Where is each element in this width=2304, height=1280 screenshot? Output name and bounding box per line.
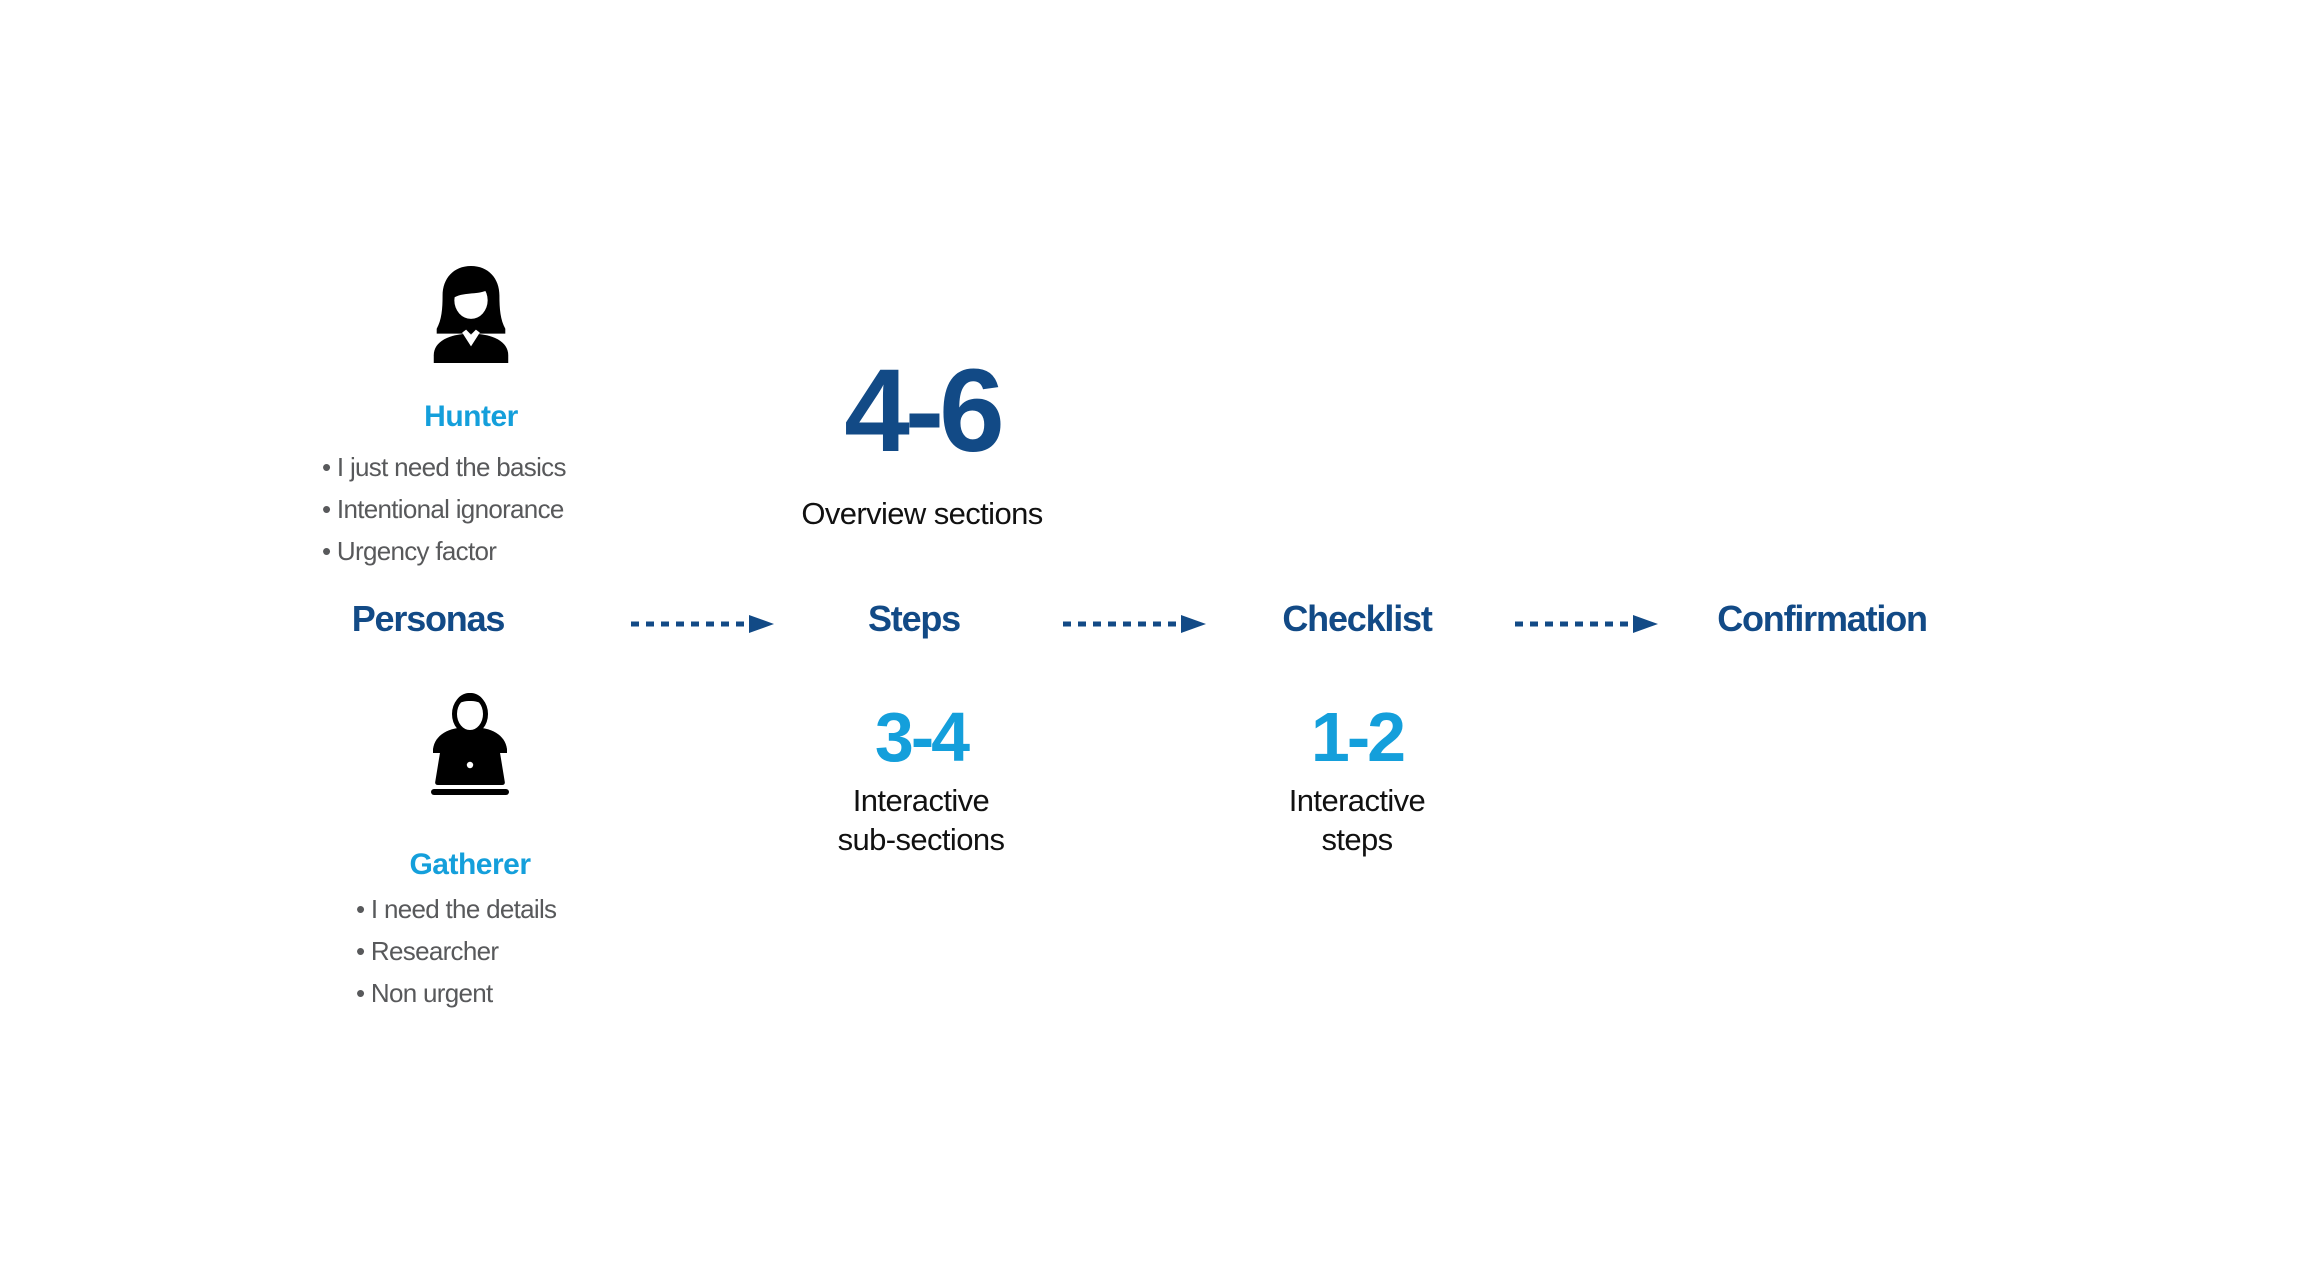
metric-value: 4-6 [844, 345, 1005, 477]
metric-overview-sections: 4-6 Overview sections [762, 352, 1082, 533]
metric-label: Overview sections [801, 496, 1043, 531]
metric-interactive-subsections: 3-4 Interactive sub-sections [771, 702, 1071, 859]
dashed-arrow-icon [628, 610, 778, 638]
bullet-item: • I need the details [356, 894, 557, 924]
persona-bullets-gatherer: • I need the details • Researcher • Non … [356, 888, 557, 1014]
metric-interactive-steps: 1-2 Interactive steps [1207, 702, 1507, 859]
metric-value: 3-4 [874, 698, 970, 776]
persona-name-hunter: Hunter [424, 400, 518, 433]
flow-stage-confirmation: Confirmation [1717, 598, 1928, 639]
persona-bullets-hunter: • I just need the basics • Intentional i… [322, 446, 566, 572]
flow-stage-checklist: Checklist [1282, 598, 1432, 639]
bullet-item: • Intentional ignorance [322, 494, 564, 524]
woman-user-icon [426, 265, 516, 363]
bullet-item: • Non urgent [356, 978, 493, 1008]
metric-value: 1-2 [1310, 698, 1406, 776]
metric-label: Interactive steps [1288, 783, 1426, 857]
metric-label: Interactive sub-sections [837, 783, 1005, 857]
bullet-item: • Urgency factor [322, 536, 497, 566]
flow-stage-personas: Personas [351, 598, 506, 639]
dashed-arrow-icon [1512, 610, 1662, 638]
flow-stage-steps: Steps [867, 598, 961, 639]
man-laptop-icon [420, 686, 520, 812]
bullet-item: • Researcher [356, 936, 499, 966]
bullet-item: • I just need the basics [322, 452, 566, 482]
persona-name-gatherer: Gatherer [409, 848, 531, 881]
dashed-arrow-icon [1060, 610, 1210, 638]
